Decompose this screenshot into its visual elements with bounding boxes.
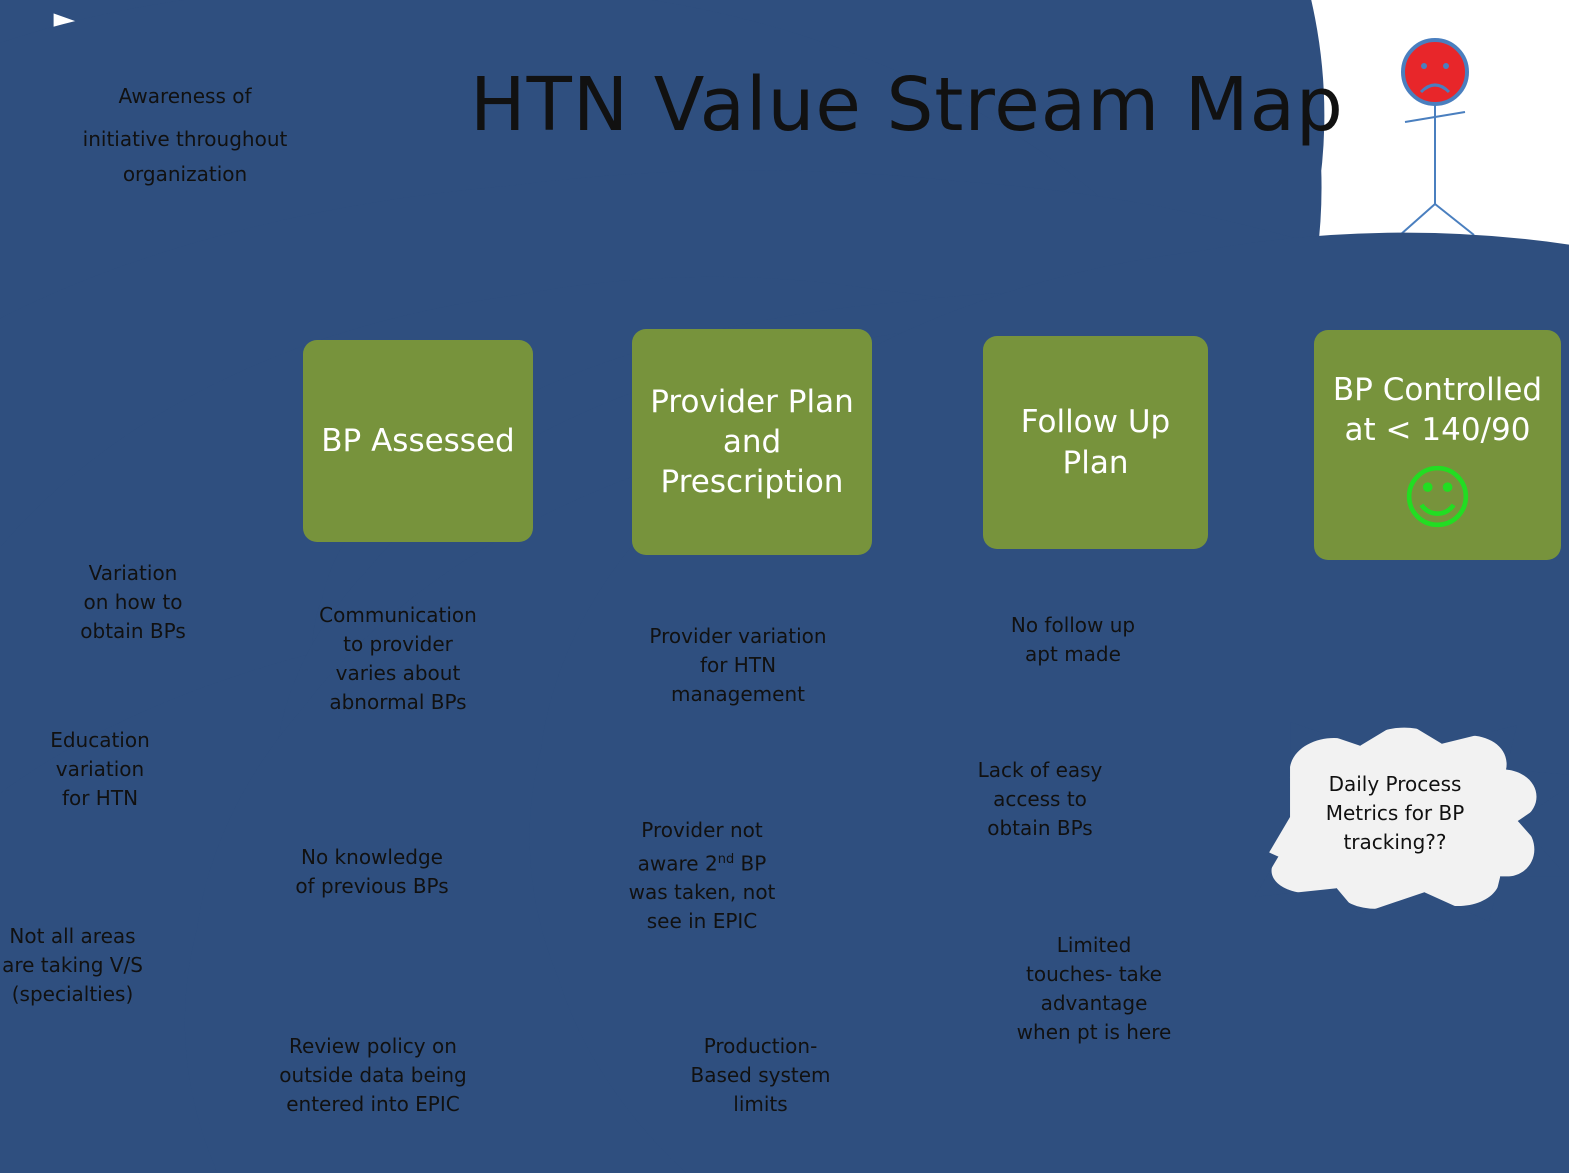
step-bp-controlled: BP Controlled at < 140/90 ☺ (1314, 330, 1561, 560)
cloud-text-lack-access: Lack of easy access to obtain BPs (977, 758, 1103, 840)
cloud-text-education: Education variation for HTN (50, 728, 150, 810)
sad-stick-figure-icon (1399, 38, 1475, 236)
step-bp-assessed: BP Assessed (303, 340, 533, 542)
cloud-text-not-aware: Provider not aware 2nd BP was taken, not… (628, 817, 776, 934)
page-title: HTN Value Stream Map (470, 62, 1344, 148)
cloud-text-production: Production- Based system limits (690, 1034, 831, 1116)
step-follow-up-plan: Follow Up Plan (983, 336, 1208, 549)
step-label: Provider Plan and Prescription (650, 383, 854, 501)
cloud-text-no-knowledge: No knowledge of previous BPs (295, 845, 449, 898)
cloud-text-awareness: Awareness of initiative throughout organ… (82, 83, 288, 186)
step-label: Follow Up Plan (1020, 404, 1171, 481)
step-label: BP Controlled at < 140/90 (1332, 372, 1543, 449)
smiley-face-icon: ☺ (1401, 456, 1474, 539)
cloud-text-limited-touches: Limited touches- take advantage when pt … (1016, 933, 1172, 1044)
step-provider-plan: Provider Plan and Prescription (632, 329, 872, 555)
step-label: BP Assessed (321, 422, 515, 459)
cloud-text-review-policy: Review policy on outside data being ente… (279, 1034, 467, 1116)
cloud-text-not-all-areas: Not all areas are taking V/S (specialtie… (2, 924, 143, 1006)
cloud-text-provider-variation: Provider variation for HTN management (649, 624, 827, 706)
cloud-text-communication: Communication to provider varies about a… (319, 603, 477, 714)
cloud-text-variation: Variation on how to obtain BPs (80, 561, 186, 643)
cloud-text-no-follow-up: No follow up apt made (1010, 613, 1136, 666)
cloud-text-daily-metrics: Daily Process Metrics for BP tracking?? (1325, 772, 1465, 854)
